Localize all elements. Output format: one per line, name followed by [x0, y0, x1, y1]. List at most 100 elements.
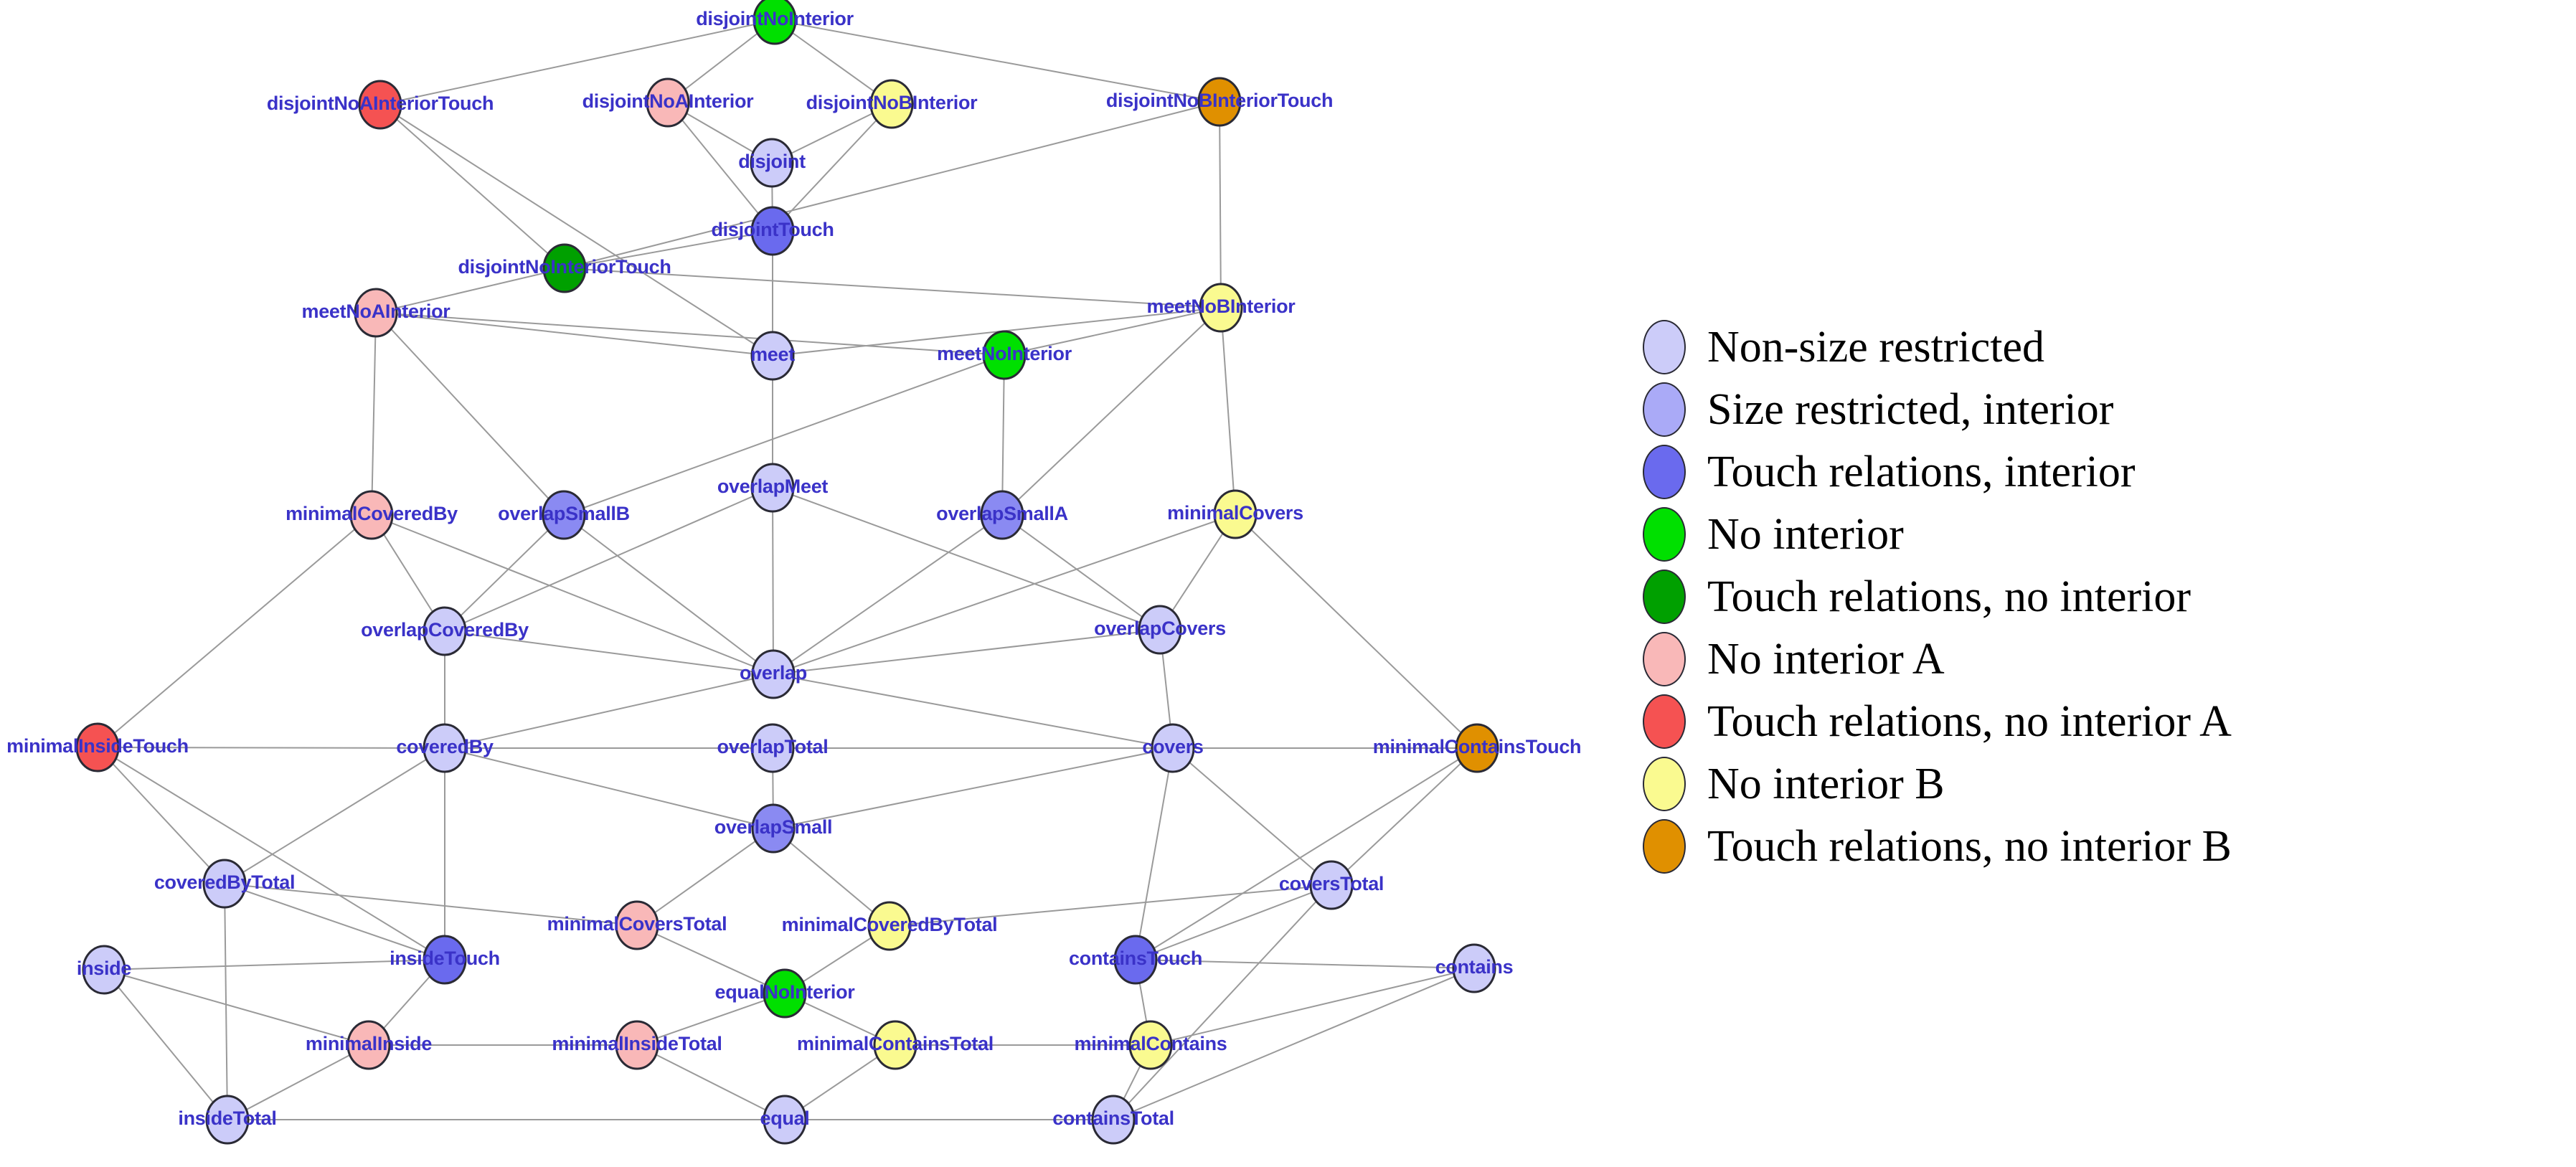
graph-edge — [773, 514, 1236, 675]
graph-node[interactable] — [542, 490, 586, 540]
legend-item: Size restricted, interior — [1643, 378, 2568, 440]
graph-node[interactable] — [346, 1020, 391, 1070]
graph-node[interactable] — [423, 723, 467, 773]
graph-node-label: overlapCovers — [1094, 618, 1226, 639]
graph-node[interactable] — [867, 901, 912, 951]
legend-item: Touch relations, interior — [1643, 440, 2568, 503]
graph-node-label: minimalInsideTouch — [6, 735, 189, 757]
nodes-layer — [75, 0, 1499, 1145]
graph-node-label: contains — [1435, 956, 1514, 978]
graph-node[interactable] — [202, 859, 247, 909]
graph-edge — [1220, 307, 1236, 515]
graph-edge — [224, 883, 445, 960]
graph-edge — [564, 230, 773, 269]
graph-node[interactable] — [82, 945, 126, 995]
graph-node-label: meetNoAInterior — [301, 301, 450, 322]
graph-edge — [97, 514, 372, 748]
graph-node[interactable] — [423, 606, 467, 656]
graph-edge — [1135, 747, 1174, 960]
graph-node[interactable] — [1452, 943, 1496, 993]
legend-swatch-icon — [1643, 382, 1686, 437]
graph-node[interactable] — [869, 79, 914, 129]
graph-edge — [1113, 968, 1475, 1120]
graph-edge — [773, 514, 1003, 675]
legend-item: No interior B — [1643, 752, 2568, 815]
graph-node-label: overlapTotal — [717, 736, 829, 757]
legend-swatch-icon — [1643, 631, 1686, 686]
graph-node[interactable] — [205, 1095, 250, 1145]
graph-node[interactable] — [542, 243, 587, 293]
graph-node[interactable] — [1128, 1020, 1173, 1070]
graph-node[interactable] — [358, 80, 402, 130]
legend-swatch-icon — [1643, 818, 1686, 874]
legend-item-label: Size restricted, interior — [1707, 384, 2114, 434]
graph-node[interactable] — [980, 490, 1024, 540]
graph-node-label: disjointNoAInterior — [582, 90, 755, 112]
graph-node[interactable] — [750, 463, 795, 513]
legend-item: No interior — [1643, 503, 2568, 565]
graph-node-label: minimalCoveredBy — [286, 503, 458, 524]
graph-node[interactable] — [1138, 605, 1182, 655]
graph-node-label: overlapCoveredBy — [361, 619, 529, 641]
graph-node[interactable] — [751, 803, 796, 854]
legend-item-label: Touch relations, no interior — [1707, 572, 2192, 621]
graph-node[interactable] — [1309, 860, 1354, 910]
legend-item: Touch relations, no interior B — [1643, 815, 2568, 877]
graph-edge — [1150, 968, 1475, 1046]
legend-item: Touch relations, no interior — [1643, 565, 2568, 628]
labels-layer: disjointNoInteriordisjointNoAInteriorTou… — [6, 8, 1581, 1129]
graph-node[interactable] — [1455, 723, 1499, 773]
graph-node-label: minimalInside — [306, 1033, 432, 1054]
graph-edge — [1001, 514, 1161, 630]
graph-edge — [444, 747, 774, 829]
graph-node[interactable] — [752, 0, 797, 45]
graph-edge — [97, 747, 445, 749]
graph-node[interactable] — [615, 900, 659, 950]
graph-node[interactable] — [1199, 283, 1243, 333]
graph-node[interactable] — [873, 1020, 917, 1070]
graph-node[interactable] — [75, 722, 120, 773]
graph-edge — [1135, 747, 1478, 960]
graph-node[interactable] — [750, 138, 794, 188]
graph-node[interactable] — [982, 330, 1027, 380]
graph-node-label: minimalCoversTotal — [547, 913, 727, 935]
graph-node-label: insideTouch — [390, 948, 500, 969]
graph-node-label: disjointNoBInterior — [806, 92, 978, 113]
graph-edge — [379, 104, 773, 356]
graph-edge — [636, 925, 785, 994]
graph-node-label: overlap — [740, 662, 807, 684]
graph-node[interactable] — [750, 331, 795, 381]
graph-node[interactable] — [1213, 489, 1258, 539]
graph-node-label: minimalCovers — [1167, 502, 1303, 524]
graph-node[interactable] — [423, 935, 467, 985]
graph-node[interactable] — [763, 1095, 807, 1145]
graph-node[interactable] — [751, 649, 796, 699]
graph-node[interactable] — [354, 288, 398, 338]
graph-node[interactable] — [646, 77, 690, 128]
legend-item-label: No interior A — [1707, 634, 1945, 684]
graph-node[interactable] — [1091, 1095, 1136, 1145]
graph-node[interactable] — [1151, 723, 1195, 773]
graph-edge — [224, 883, 228, 1120]
graph-edge — [224, 883, 638, 926]
graph-node[interactable] — [349, 490, 394, 540]
graph-edge — [774, 19, 1220, 103]
graph-node-label: disjointNoInterior — [696, 8, 854, 29]
graph-node-label: disjointTouch — [711, 219, 834, 240]
graph-edge — [444, 630, 774, 675]
graph-edge — [224, 747, 445, 884]
graph-node[interactable] — [1197, 77, 1242, 127]
graph-node[interactable] — [615, 1020, 659, 1070]
legend-swatch-icon — [1643, 756, 1686, 811]
graph-edge — [375, 312, 565, 516]
graph-node[interactable] — [1113, 935, 1158, 985]
graph-node-label: overlapSmall — [714, 816, 832, 838]
graph-node[interactable] — [750, 206, 795, 256]
graph-node[interactable] — [763, 968, 807, 1019]
graph-node-label: coveredByTotal — [154, 871, 295, 893]
graph-node[interactable] — [750, 723, 795, 773]
graph-edge — [103, 959, 445, 970]
graph-edge — [375, 268, 565, 313]
